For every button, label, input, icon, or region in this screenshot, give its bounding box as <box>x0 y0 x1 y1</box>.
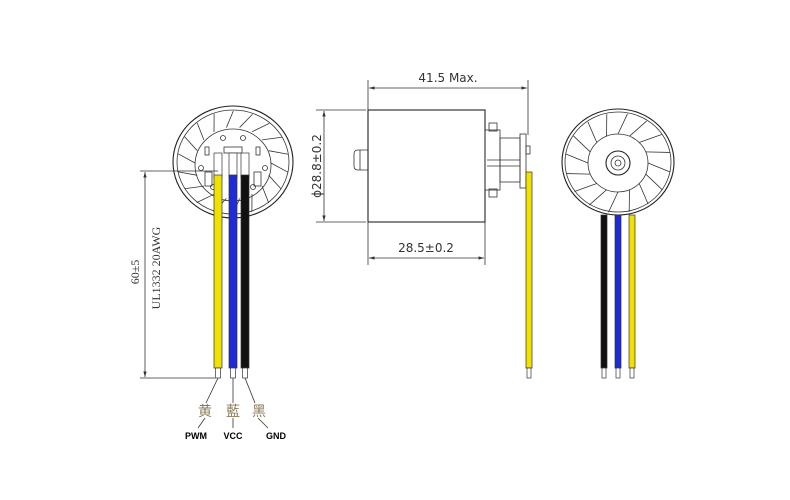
fan-fin <box>177 171 198 176</box>
fan-fin <box>608 191 619 213</box>
wire-spec-label: UL1332 20AWG <box>149 226 163 309</box>
fan-fin <box>226 110 234 128</box>
side-dimensions: 41.5 Max. ϕ28.8±0.2 28.5±0.2 <box>310 71 529 265</box>
wire-signal-pwm: PWM <box>185 431 207 441</box>
front-black-wire <box>600 214 608 369</box>
fan-fin <box>645 151 670 153</box>
fan-fin <box>268 150 289 155</box>
fan-fin <box>261 185 270 204</box>
fan-fin <box>268 175 282 190</box>
wire-legend: 黄 藍 黑 PWM VCC GND <box>185 403 287 441</box>
fan-fin <box>270 162 289 173</box>
blue-wire <box>228 174 238 369</box>
fan-fin <box>184 136 198 151</box>
wire-signal-gnd: GND <box>266 431 287 441</box>
wire-cn-blue: 藍 <box>226 404 240 420</box>
fan-fin <box>573 135 591 153</box>
wire-signal-vcc: VCC <box>223 431 243 441</box>
overall-length-label: 41.5 Max. <box>418 71 477 85</box>
fan-fin <box>574 183 597 192</box>
diameter-label: ϕ28.8±0.2 <box>310 134 324 198</box>
front-yellow-wire <box>628 214 636 369</box>
fan-fin <box>196 193 215 204</box>
side-view <box>353 109 533 379</box>
black-wire <box>240 174 250 369</box>
fan-fin <box>647 162 671 173</box>
fan-fin <box>617 113 628 135</box>
fan-fin <box>196 122 205 141</box>
wire-cn-yellow: 黄 <box>198 403 212 420</box>
lead-length-label: 60±5 <box>128 260 142 285</box>
body-length-label: 28.5±0.2 <box>398 241 454 255</box>
rear-view-wires <box>197 152 269 429</box>
front-view <box>561 108 675 379</box>
fan-fin <box>645 173 663 191</box>
fan-fin <box>566 173 591 175</box>
fan-fin <box>587 121 598 143</box>
fan-fin <box>251 122 270 133</box>
fan-fin <box>565 153 589 164</box>
fan-fin <box>638 183 649 205</box>
side-yellow-wire <box>525 171 533 369</box>
lead-length-dimension: 60±5 UL1332 20AWG <box>128 170 218 379</box>
front-blue-wire <box>614 214 622 369</box>
wire-cn-black: 黑 <box>252 404 266 420</box>
yellow-wire <box>213 174 223 369</box>
fan-fin <box>262 136 282 141</box>
fan-fin <box>184 185 204 190</box>
fan-fin <box>629 120 647 137</box>
fan-fin <box>639 134 662 143</box>
fan-fin <box>589 189 607 206</box>
fan-fin <box>239 113 253 128</box>
fan-fin <box>177 153 196 164</box>
